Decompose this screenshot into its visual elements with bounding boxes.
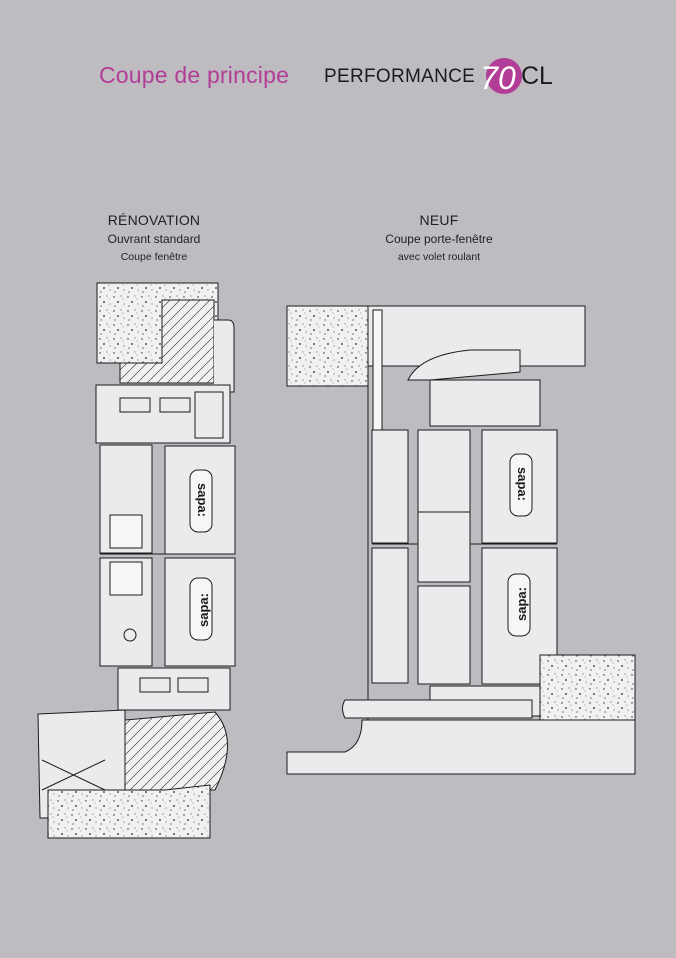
top-cover-profile [214, 319, 235, 393]
brand-number: 70 [480, 60, 516, 96]
neuf-subtitle: Coupe porte-fenêtre [385, 232, 493, 246]
frame-top-neuf [429, 379, 541, 427]
wood-frame-bottom [124, 711, 228, 791]
wood-frame-top [119, 299, 215, 384]
page-header: Coupe de principe PERFORMANCE 70 CL [0, 56, 676, 100]
neuf-caption: avec volet roulant [397, 251, 481, 263]
floor-slab [286, 719, 636, 775]
brand-name: PERFORMANCE [324, 66, 476, 87]
glazing-panel-top [164, 445, 236, 555]
brand-suffix: CL [521, 62, 553, 90]
profile-label-top: sapa: [195, 483, 210, 517]
profile-label-bottom: sapa: [196, 593, 211, 627]
neuf-title: NEUF [419, 212, 459, 228]
renovation-caption: Coupe fenêtre [120, 251, 188, 263]
neuf-drawing: sapa: sapa: [286, 305, 636, 775]
neuf-label: NEUF Coupe porte-fenêtre avec volet roul… [369, 212, 509, 263]
floor-screed-concrete [539, 654, 636, 721]
sash-bottom-neuf [417, 585, 471, 685]
shutter-profile [407, 349, 521, 381]
bottom-frame-profile [117, 667, 231, 711]
sash-middle-neuf [417, 511, 471, 583]
hardware-roller [123, 628, 137, 642]
page-title: Coupe de principe [99, 62, 290, 88]
renovation-drawing: sapa: sapa: [37, 282, 236, 839]
brand-70-badge: 70 [480, 58, 522, 96]
upper-wall-concrete [286, 305, 369, 387]
profile-label-top-neuf: sapa: [515, 467, 530, 501]
top-frame-profile [95, 384, 231, 444]
profile-label-bottom-neuf: sapa: [514, 587, 529, 621]
sill-concrete [47, 784, 211, 839]
renovation-label: RÉNOVATION Ouvrant standard Coupe fenêtr… [84, 212, 224, 263]
renovation-title: RÉNOVATION [107, 212, 201, 228]
renovation-subtitle: Ouvrant standard [107, 232, 201, 246]
shutter-guide [372, 309, 383, 451]
sill-plate [342, 699, 533, 719]
